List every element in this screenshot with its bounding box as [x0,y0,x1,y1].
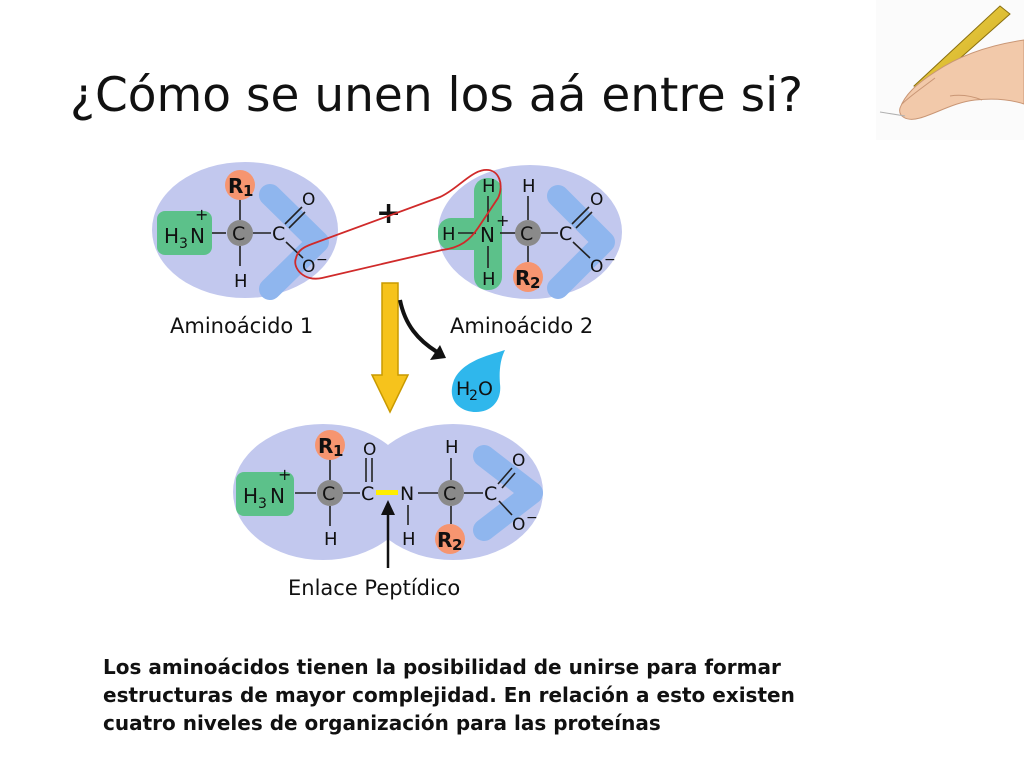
dp-o-charge: − [526,510,538,526]
dp-n1-charge: + [278,465,291,484]
amino-acid-1-label: Aminoácido 1 [170,314,313,338]
dp-c4-label: C [484,483,497,505]
n-label: N [190,224,205,248]
h-top-left-label: H [482,176,496,197]
dp-o-double-label: O [363,440,376,460]
dp-r2-label: R [437,528,452,552]
r1-label: R [228,174,243,198]
dp-r1-subscript: 1 [333,442,343,460]
water-subscript: 2 [469,388,478,404]
dp-n2-label: N [400,483,414,505]
c-carboxyl-label: C [272,223,285,245]
n-label: N [480,223,495,247]
h-bottom-label: H [482,269,496,290]
r2-subscript: 2 [530,274,540,292]
n-charge: + [195,205,208,224]
dipeptide: R 1 H 3 N + C H C O N H C H R 2 C O O − [233,424,543,560]
dp-c3-label: C [443,483,456,505]
caption-line-2: estructuras de mayor complejidad. En rel… [103,683,795,707]
peptide-bond-pointer [381,500,395,568]
water-drop-icon: H 2 O [451,350,505,412]
amino-acid-2-label: Aminoácido 2 [450,314,593,338]
dp-c2-label: C [361,483,374,505]
h-left-label: H [442,224,456,245]
amino-acid-1: R 1 H 3 N + C H C O O − Aminoácido 1 [152,162,338,338]
dp-c1-label: C [322,483,335,505]
water-o-label: O [478,378,493,400]
water-removal-outline [294,169,502,280]
h-top-right-label: H [522,176,536,197]
dp-h-top-label: H [445,437,459,458]
r1-subscript: 1 [243,182,253,200]
dp-o-bottom-label: O [512,515,525,535]
dp-h1-bottom-label: H [324,529,338,550]
o-bottom-label: O [590,257,603,277]
hand-pencil-icon [876,0,1024,140]
dp-h3-subscript: 3 [258,496,267,512]
caption-line-1: Los aminoácidos tienen la posibilidad de… [103,655,781,679]
o-bottom-label: O [302,257,315,277]
h-bottom-label: H [234,271,248,292]
dp-r2-subscript: 2 [452,536,462,554]
dp-n1-label: N [270,484,285,508]
o-top-label: O [302,190,315,210]
caption-line-3: cuatro niveles de organización para las … [103,711,661,735]
c-alpha-label: C [520,223,533,245]
h3-label: H [164,224,179,248]
slide-title: ¿Cómo se unen los aá entre si? [70,68,804,123]
dp-h3-label: H [243,484,258,508]
c-alpha-label: C [232,223,245,245]
dp-h-n2-label: H [402,529,416,550]
water-release-arrow [398,299,446,360]
o-top-label: O [590,190,603,210]
c-carboxyl-label: C [559,223,572,245]
dp-r1-label: R [318,434,333,458]
amino-acid-2: H H H N + H C R 2 C O O − Aminoácido 2 [438,165,622,338]
slide-caption: Los aminoácidos tienen la posibilidad de… [103,653,903,737]
o-charge: − [604,252,616,268]
peptide-bond-label: Enlace Peptídico [288,576,460,600]
o-charge: − [316,252,328,268]
h3-subscript: 3 [179,236,188,252]
reaction-arrow [370,282,410,414]
n-charge: + [496,211,509,230]
water-h-label: H [456,378,470,400]
dp-o-top-label: O [512,451,525,471]
r2-label: R [515,266,530,290]
